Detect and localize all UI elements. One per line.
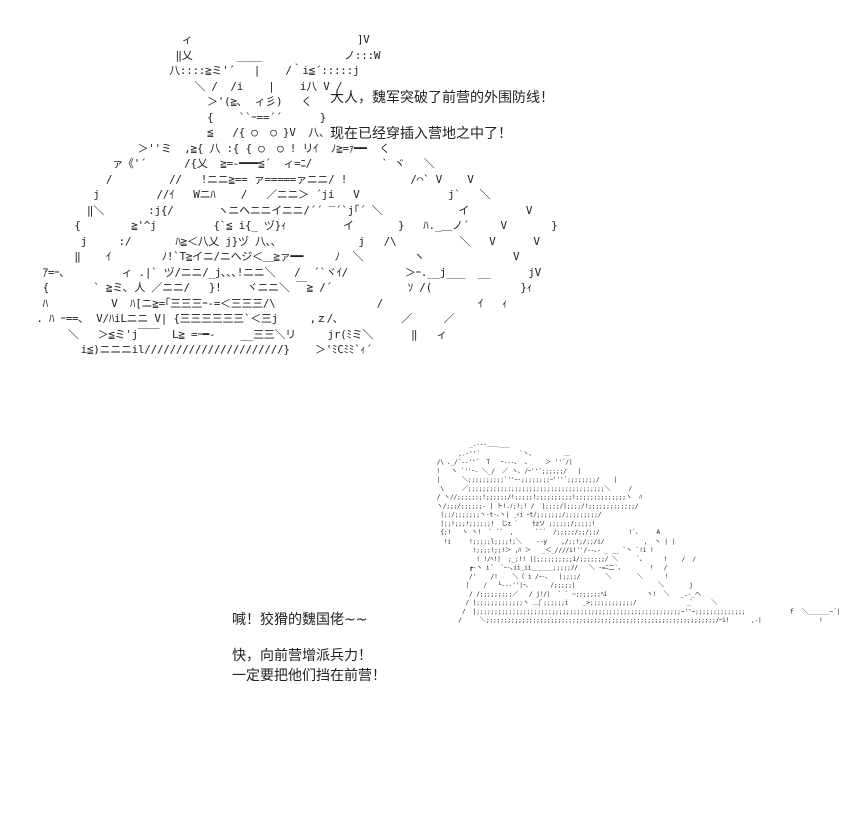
dialogue-line-1: 大人，魏军突破了前营的外围防线！ <box>330 90 554 106</box>
dialogue-line-5: 一定要把他们挡在前营！ <box>232 668 386 684</box>
dialogue-line-3: 喊！狡猾的魏国佬~~ <box>232 612 368 628</box>
dialogue-line-2: 现在已经穿插入营地之中了！ <box>330 126 512 142</box>
dialogue-line-4: 快，向前营增派兵力！ <box>232 648 372 664</box>
ascii-art-knight: ィ ]V ‖乂 ____ ノ:::W 八::::≧ミ'´ | /｀i≦´::::… <box>36 33 558 356</box>
ascii-art-commander: _.-‐-＿＿___ ,.-''´ `丶、 ＿ /\ ､_/´-‐''´ T ｰ… <box>436 440 841 624</box>
